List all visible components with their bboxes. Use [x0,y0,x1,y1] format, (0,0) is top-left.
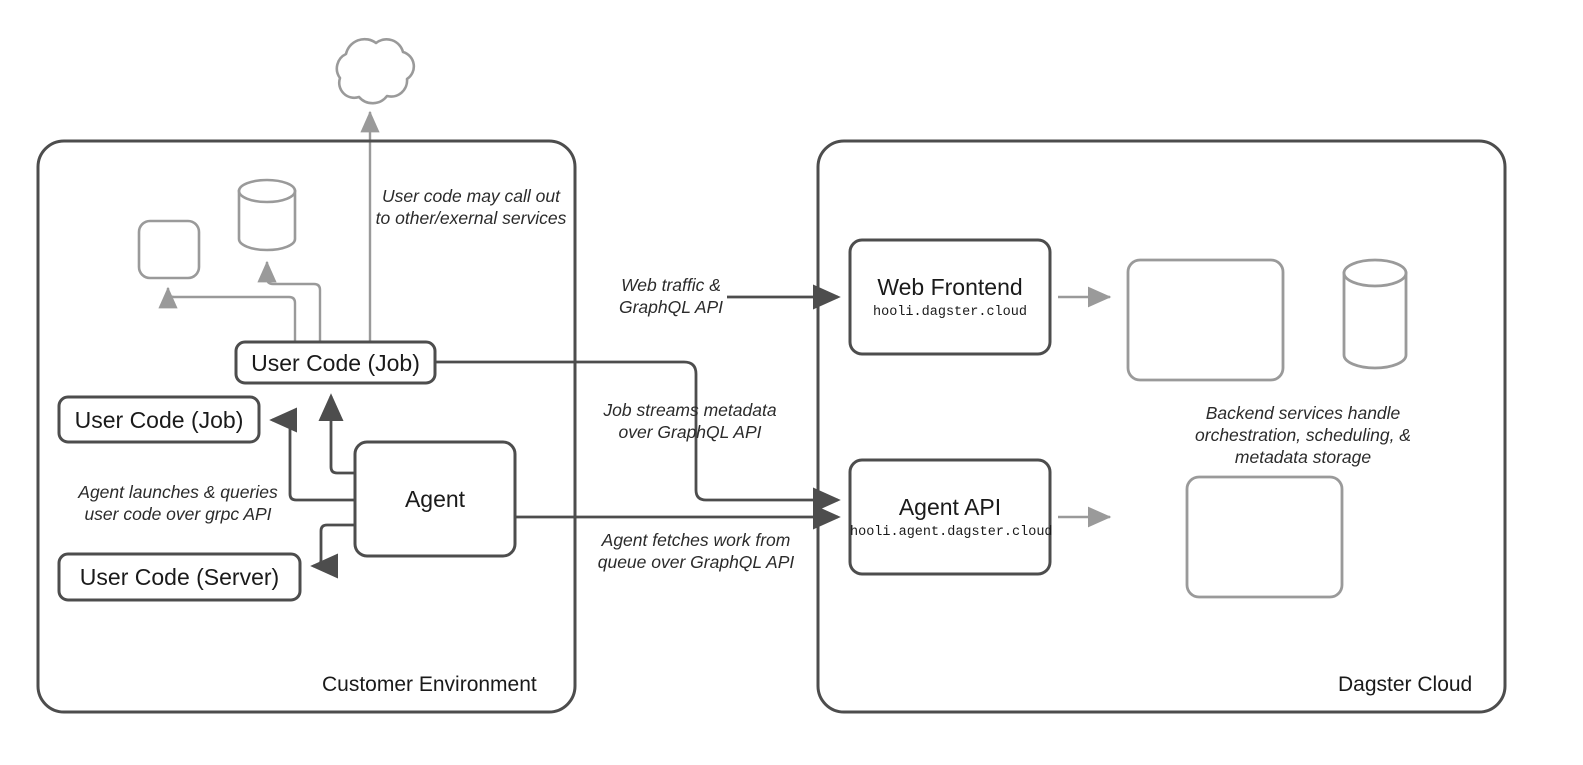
customer-database-cylinder [237,178,297,252]
node-user-code-job-top [234,340,437,385]
backend-service-box-bottom [1185,475,1344,599]
backend-service-box-top [1126,258,1285,382]
customer-environment-container [36,139,577,714]
backend-database-cylinder [1342,258,1408,370]
node-user-code-job-left [57,395,261,444]
external-service-box [137,219,201,280]
dagster-cloud-container [816,139,1507,714]
edge-agent-to-usercode-job-left [269,407,355,502]
edge-usercode-to-external-service [158,286,297,342]
edge-usercode-to-database [257,260,322,342]
node-agent [353,440,517,558]
edge-agent-to-usercode-server [310,523,355,579]
cloud-icon [335,37,416,105]
edge-usercode-to-agentapi [435,360,841,513]
node-agent-api [848,458,1052,576]
edge-agent-to-usercode-job-top [318,393,355,475]
node-web-frontend [848,238,1052,356]
node-user-code-server [57,552,302,602]
